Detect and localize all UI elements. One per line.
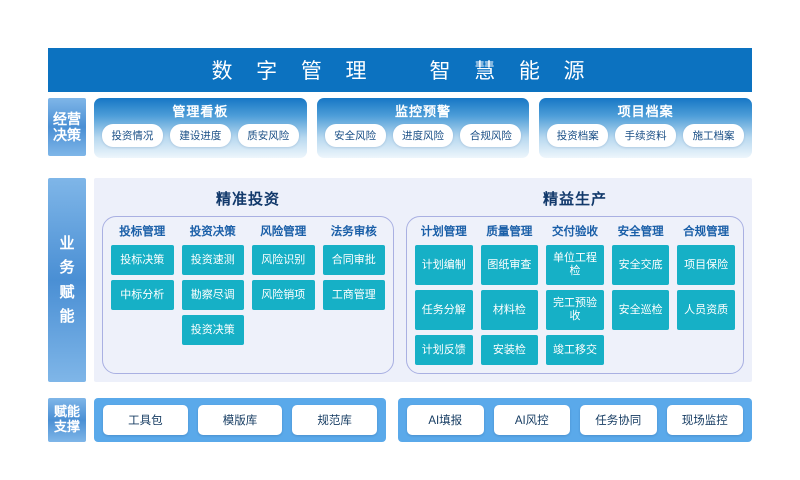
- decision-pill[interactable]: 施工档案: [683, 124, 745, 147]
- decision-pill[interactable]: 进度风险: [392, 124, 454, 147]
- decision-pill-group: 投资情况 建设进度 质安风险: [94, 124, 307, 147]
- capability-chip[interactable]: 图纸审查: [480, 245, 539, 285]
- capability-chip[interactable]: 计划反馈: [415, 335, 473, 365]
- tier-label-business-char-2: 赋: [59, 283, 75, 301]
- capability-chip[interactable]: 安装检: [480, 335, 539, 365]
- capability-chip[interactable]: 任务分解: [415, 290, 473, 330]
- decision-pill[interactable]: 合规风险: [460, 124, 522, 147]
- capability-chip[interactable]: 工商管理: [322, 280, 385, 310]
- decision-pill-group: 投资档案 手续资料 施工档案: [539, 124, 752, 147]
- decision-pill-group: 安全风险 进度风险 合规风险: [317, 124, 530, 147]
- category-column-compliance-management: 合规管理 项目保险 人员资质: [677, 223, 735, 330]
- decision-pill[interactable]: 建设进度: [169, 124, 231, 147]
- category-heading: 投资决策: [189, 226, 236, 238]
- support-button[interactable]: AI风控: [493, 405, 570, 435]
- support-row: 工具包 模版库 规范库 AI填报 AI风控 任务协同 现场监控: [94, 398, 752, 442]
- capability-chip[interactable]: 完工预验收: [546, 290, 604, 330]
- tier-label-business: 业 务 赋 能: [48, 178, 86, 382]
- decision-pill[interactable]: 质安风险: [237, 124, 299, 147]
- decision-card-monitoring-alert[interactable]: 监控预警 安全风险 进度风险 合规风险: [316, 98, 530, 158]
- capability-chip[interactable]: 勘察尽调: [181, 280, 244, 310]
- capability-chip[interactable]: 投标决策: [111, 245, 174, 275]
- tier-label-decision-line1: 经营: [53, 110, 81, 127]
- tier-label-business-char-1: 务: [59, 259, 75, 277]
- capability-chip[interactable]: 项目保险: [677, 245, 735, 285]
- category-column-investment-decision: 投资决策 投资速测 勘察尽调 投资决策: [181, 223, 244, 345]
- support-button[interactable]: 模版库: [197, 405, 283, 435]
- support-button[interactable]: 工具包: [103, 405, 188, 435]
- domain-box: 计划管理 计划编制 任务分解 计划反馈 质量管理 图纸审查 材料检 安装检 交付…: [406, 216, 744, 374]
- category-heading: 合规管理: [683, 226, 730, 238]
- support-group-tools: 工具包 模版库 规范库: [94, 398, 386, 442]
- category-column-delivery-acceptance: 交付验收 单位工程检 完工预验收 竣工移交: [546, 223, 604, 365]
- support-button[interactable]: 任务协同: [580, 405, 657, 435]
- capability-chip[interactable]: 安全巡检: [611, 290, 670, 330]
- category-heading: 风险管理: [260, 226, 307, 238]
- capability-chip[interactable]: 中标分析: [111, 280, 174, 310]
- tier-label-decision: 经营 决策: [48, 98, 86, 156]
- decision-card-title: 管理看板: [172, 104, 229, 119]
- category-column-bid-management: 投标管理 投标决策 中标分析: [111, 223, 174, 310]
- decision-card-title: 监控预警: [395, 104, 452, 119]
- tier-label-support: 赋能 支撑: [48, 398, 86, 442]
- category-column-quality-management: 质量管理 图纸审查 材料检 安装检: [480, 223, 539, 365]
- capability-chip[interactable]: 计划编制: [415, 245, 473, 285]
- decision-pill[interactable]: 投资情况: [102, 124, 163, 147]
- capability-chip[interactable]: 合同审批: [322, 245, 385, 275]
- decision-pill[interactable]: 安全风险: [324, 124, 386, 147]
- decision-card-management-board[interactable]: 管理看板 投资情况 建设进度 质安风险: [94, 98, 307, 158]
- capability-chip[interactable]: 投资速测: [181, 245, 244, 275]
- support-group-ai: AI填报 AI风控 任务协同 现场监控: [398, 398, 752, 442]
- capability-chip[interactable]: 材料检: [480, 290, 539, 330]
- header-bar: 数 字 管 理 智 慧 能 源: [48, 48, 752, 92]
- page-title: 数 字 管 理 智 慧 能 源: [211, 60, 589, 83]
- category-column-safety-management: 安全管理 安全交底 安全巡检: [611, 223, 670, 330]
- category-heading: 法务审核: [330, 226, 377, 238]
- domain-precise-investment: 精准投资 投标管理 投标决策 中标分析 投资决策 投资速测 勘察尽调 投资决策 …: [102, 184, 394, 374]
- category-column-plan-management: 计划管理 计划编制 任务分解 计划反馈: [415, 223, 473, 365]
- capability-chip[interactable]: 投资决策: [181, 315, 244, 345]
- category-heading: 交付验收: [551, 226, 598, 238]
- capability-chip[interactable]: 竣工移交: [546, 335, 604, 365]
- decision-card-title: 项目档案: [617, 104, 674, 119]
- category-heading: 质量管理: [486, 226, 533, 238]
- capability-chip[interactable]: 安全交底: [611, 245, 670, 285]
- domain-box: 投标管理 投标决策 中标分析 投资决策 投资速测 勘察尽调 投资决策 风险管理 …: [102, 216, 394, 374]
- domain-title: 精准投资: [215, 191, 280, 208]
- domain-lean-production: 精益生产 计划管理 计划编制 任务分解 计划反馈 质量管理 图纸审查 材料检 安…: [406, 184, 744, 374]
- support-button[interactable]: 规范库: [292, 405, 378, 435]
- business-enablement-panel: 精准投资 投标管理 投标决策 中标分析 投资决策 投资速测 勘察尽调 投资决策 …: [94, 178, 752, 382]
- decision-pill[interactable]: 投资档案: [547, 124, 609, 147]
- tier-label-decision-line2: 决策: [53, 127, 81, 143]
- category-column-legal-review: 法务审核 合同审批 工商管理: [322, 223, 385, 310]
- decision-card-project-archive[interactable]: 项目档案 投资档案 手续资料 施工档案: [539, 98, 753, 158]
- tier-label-support-line2: 支撑: [53, 419, 80, 434]
- decision-pill[interactable]: 手续资料: [615, 124, 677, 147]
- category-heading: 安全管理: [617, 226, 664, 238]
- capability-chip[interactable]: 单位工程检: [546, 245, 604, 285]
- tier-label-business-char-3: 能: [59, 307, 75, 325]
- capability-chip[interactable]: 人员资质: [677, 290, 735, 330]
- category-heading: 投标管理: [119, 226, 166, 238]
- decision-card-row: 管理看板 投资情况 建设进度 质安风险 监控预警 安全风险 进度风险 合规风险 …: [94, 98, 753, 158]
- category-column-risk-management: 风险管理 风险识别 风险销项: [252, 223, 315, 310]
- category-heading: 计划管理: [420, 226, 467, 238]
- tier-label-support-line1: 赋能: [53, 404, 80, 420]
- support-button[interactable]: AI填报: [407, 405, 484, 435]
- capability-chip[interactable]: 风险销项: [252, 280, 315, 310]
- domain-title: 精益生产: [542, 191, 607, 208]
- support-button[interactable]: 现场监控: [666, 405, 743, 435]
- capability-chip[interactable]: 风险识别: [252, 245, 315, 275]
- tier-label-business-char-0: 业: [59, 235, 75, 252]
